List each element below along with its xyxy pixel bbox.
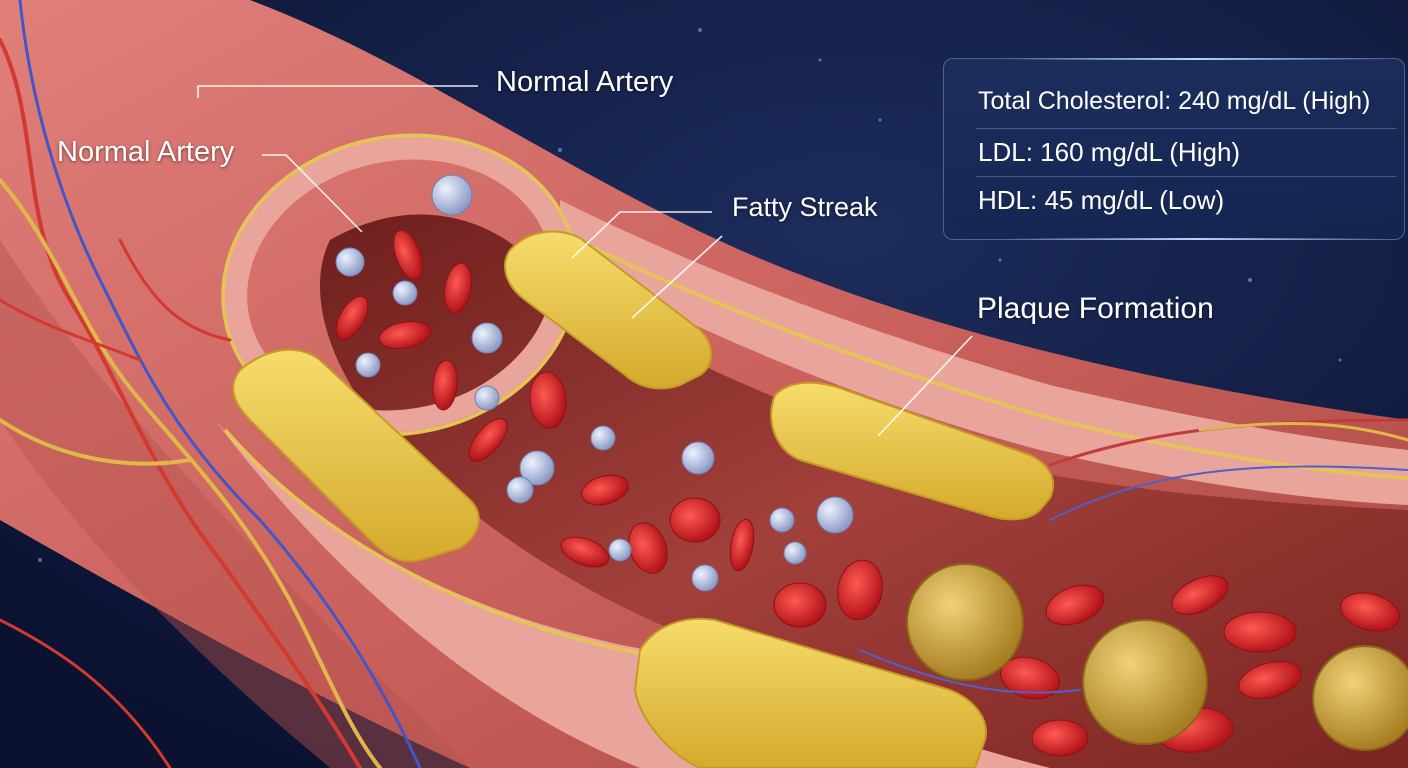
fatty-deposit-upper bbox=[504, 230, 713, 390]
label-normal-artery-left: Normal Artery bbox=[57, 136, 235, 168]
leader-normal-artery-2 bbox=[262, 154, 363, 233]
upper-wall-layers bbox=[560, 200, 1408, 505]
leader-fatty-streak-2 bbox=[631, 235, 723, 319]
total-cholesterol-value: Total Cholesterol: 240 mg/dL (High) bbox=[978, 87, 1371, 115]
artery-wall-shading bbox=[0, 240, 470, 768]
label-plaque-formation: Plaque Formation bbox=[977, 292, 1214, 325]
background-sparkles bbox=[38, 28, 1342, 562]
fatty-deposit-lower bbox=[633, 617, 987, 768]
fatty-deposit-left bbox=[232, 348, 480, 563]
cholesterol-info-panel: Total Cholesterol: 240 mg/dL (High) LDL:… bbox=[943, 58, 1405, 240]
leader-plaque bbox=[877, 335, 973, 437]
panel-divider bbox=[976, 128, 1396, 129]
leader-lines bbox=[197, 85, 973, 437]
red-blood-cells bbox=[335, 229, 1400, 757]
fatty-deposit-middle bbox=[770, 381, 1055, 521]
label-fatty-streak: Fatty Streak bbox=[732, 192, 878, 222]
label-normal-artery-top: Normal Artery bbox=[496, 66, 674, 98]
plaque-spheres bbox=[906, 563, 1408, 751]
ldl-value: LDL: 160 mg/dL (High) bbox=[978, 137, 1241, 167]
panel-divider bbox=[976, 176, 1396, 177]
panel-glow-bottom bbox=[1004, 238, 1384, 240]
cholesterol-particles bbox=[335, 174, 854, 592]
leader-normal-artery-1 bbox=[197, 85, 478, 98]
panel-glow-top bbox=[1004, 58, 1384, 60]
leader-fatty-streak bbox=[571, 211, 712, 259]
hdl-value: HDL: 45 mg/dL (Low) bbox=[978, 185, 1225, 215]
fatty-deposits bbox=[232, 230, 1055, 768]
